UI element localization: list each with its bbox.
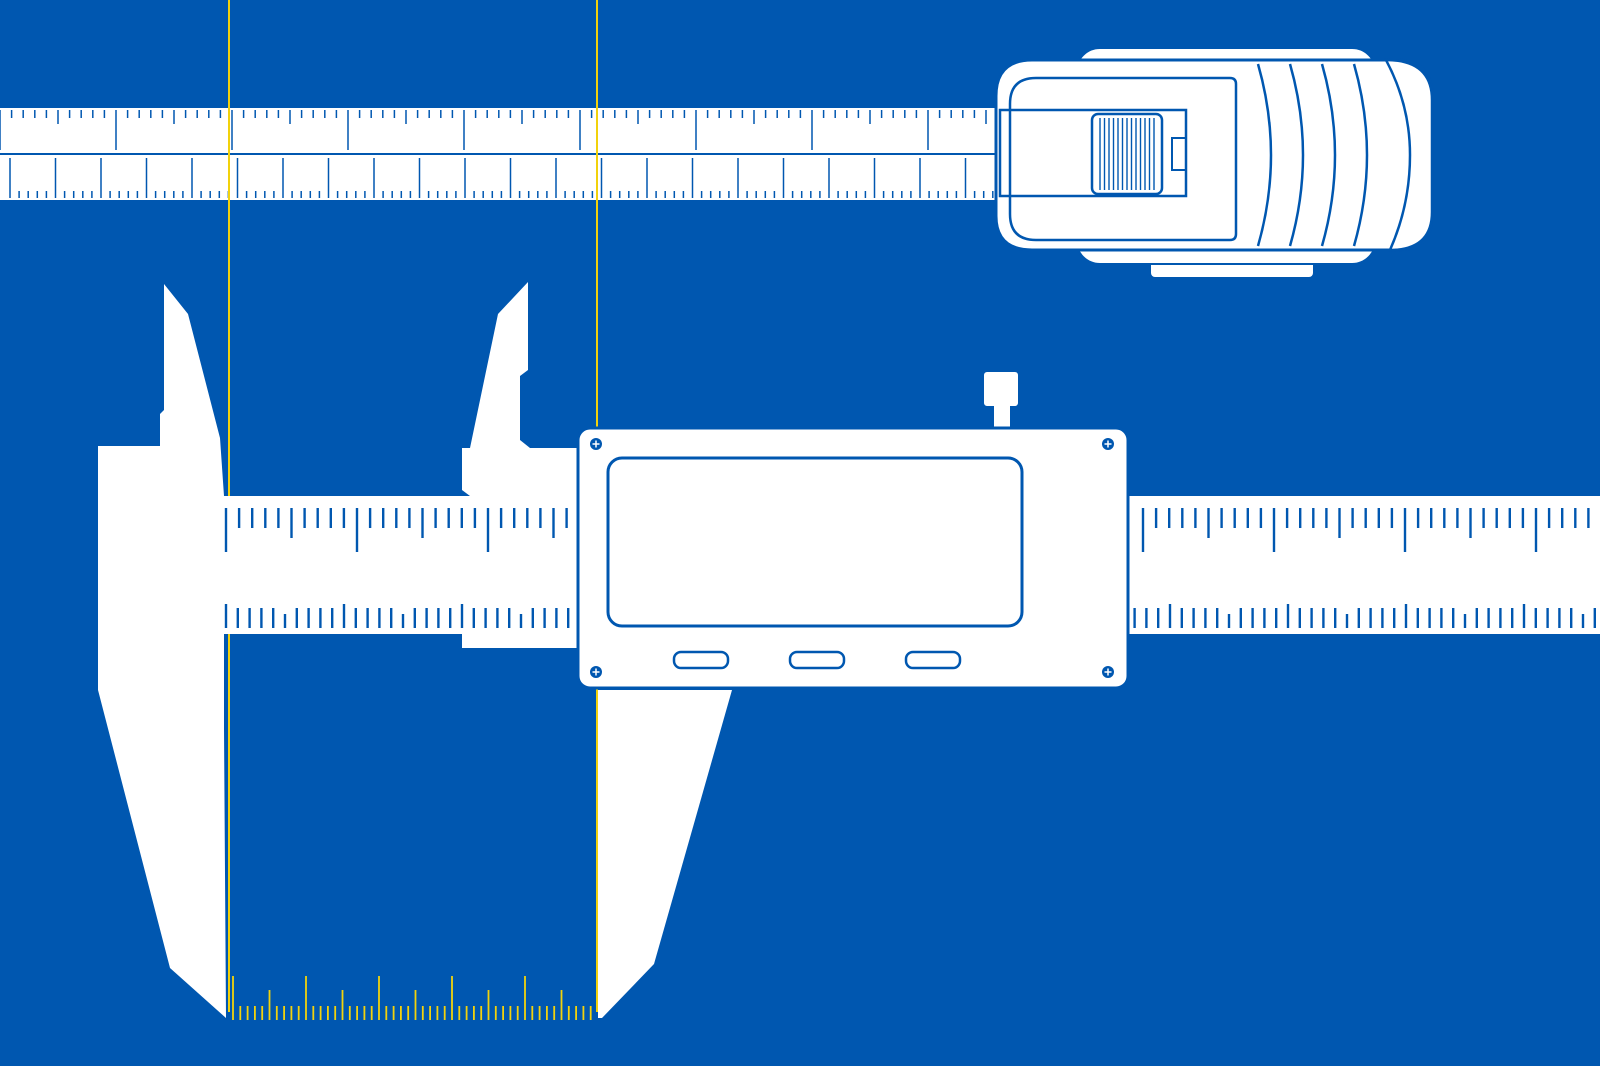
caliper-moving-lower-jaw bbox=[598, 690, 732, 1018]
caliper-main-scale bbox=[224, 508, 1597, 628]
tape-front-panel bbox=[1008, 76, 1238, 242]
tape-bottom-scale bbox=[9, 158, 994, 198]
caliper-button-3 bbox=[904, 650, 962, 670]
grip-rib bbox=[1288, 63, 1305, 247]
tape-case bbox=[994, 47, 1434, 279]
digital-caliper-icon bbox=[98, 282, 1600, 1020]
grip-rib bbox=[1352, 63, 1369, 247]
tape-measure-icon bbox=[0, 47, 1434, 279]
grip-rib bbox=[1256, 63, 1273, 247]
caliper-button-1 bbox=[672, 650, 730, 670]
tape-grip-ribs bbox=[1256, 63, 1369, 247]
tape-top-scale bbox=[0, 110, 987, 150]
tape-slot-stop bbox=[1171, 137, 1187, 171]
caliper-head-screws bbox=[590, 438, 1114, 678]
caliper-lock-screw bbox=[984, 372, 1018, 430]
caliper-button-2 bbox=[788, 650, 846, 670]
caliper-fixed-jaw bbox=[98, 284, 226, 1018]
tape-lock-button bbox=[1090, 112, 1164, 196]
grip-rib bbox=[1320, 63, 1337, 247]
tape-case-cap bbox=[1383, 58, 1434, 252]
jaw-gap-scale bbox=[232, 976, 592, 1020]
caliper-lcd-screen bbox=[606, 456, 1024, 628]
caliper-display-head bbox=[576, 426, 1130, 690]
